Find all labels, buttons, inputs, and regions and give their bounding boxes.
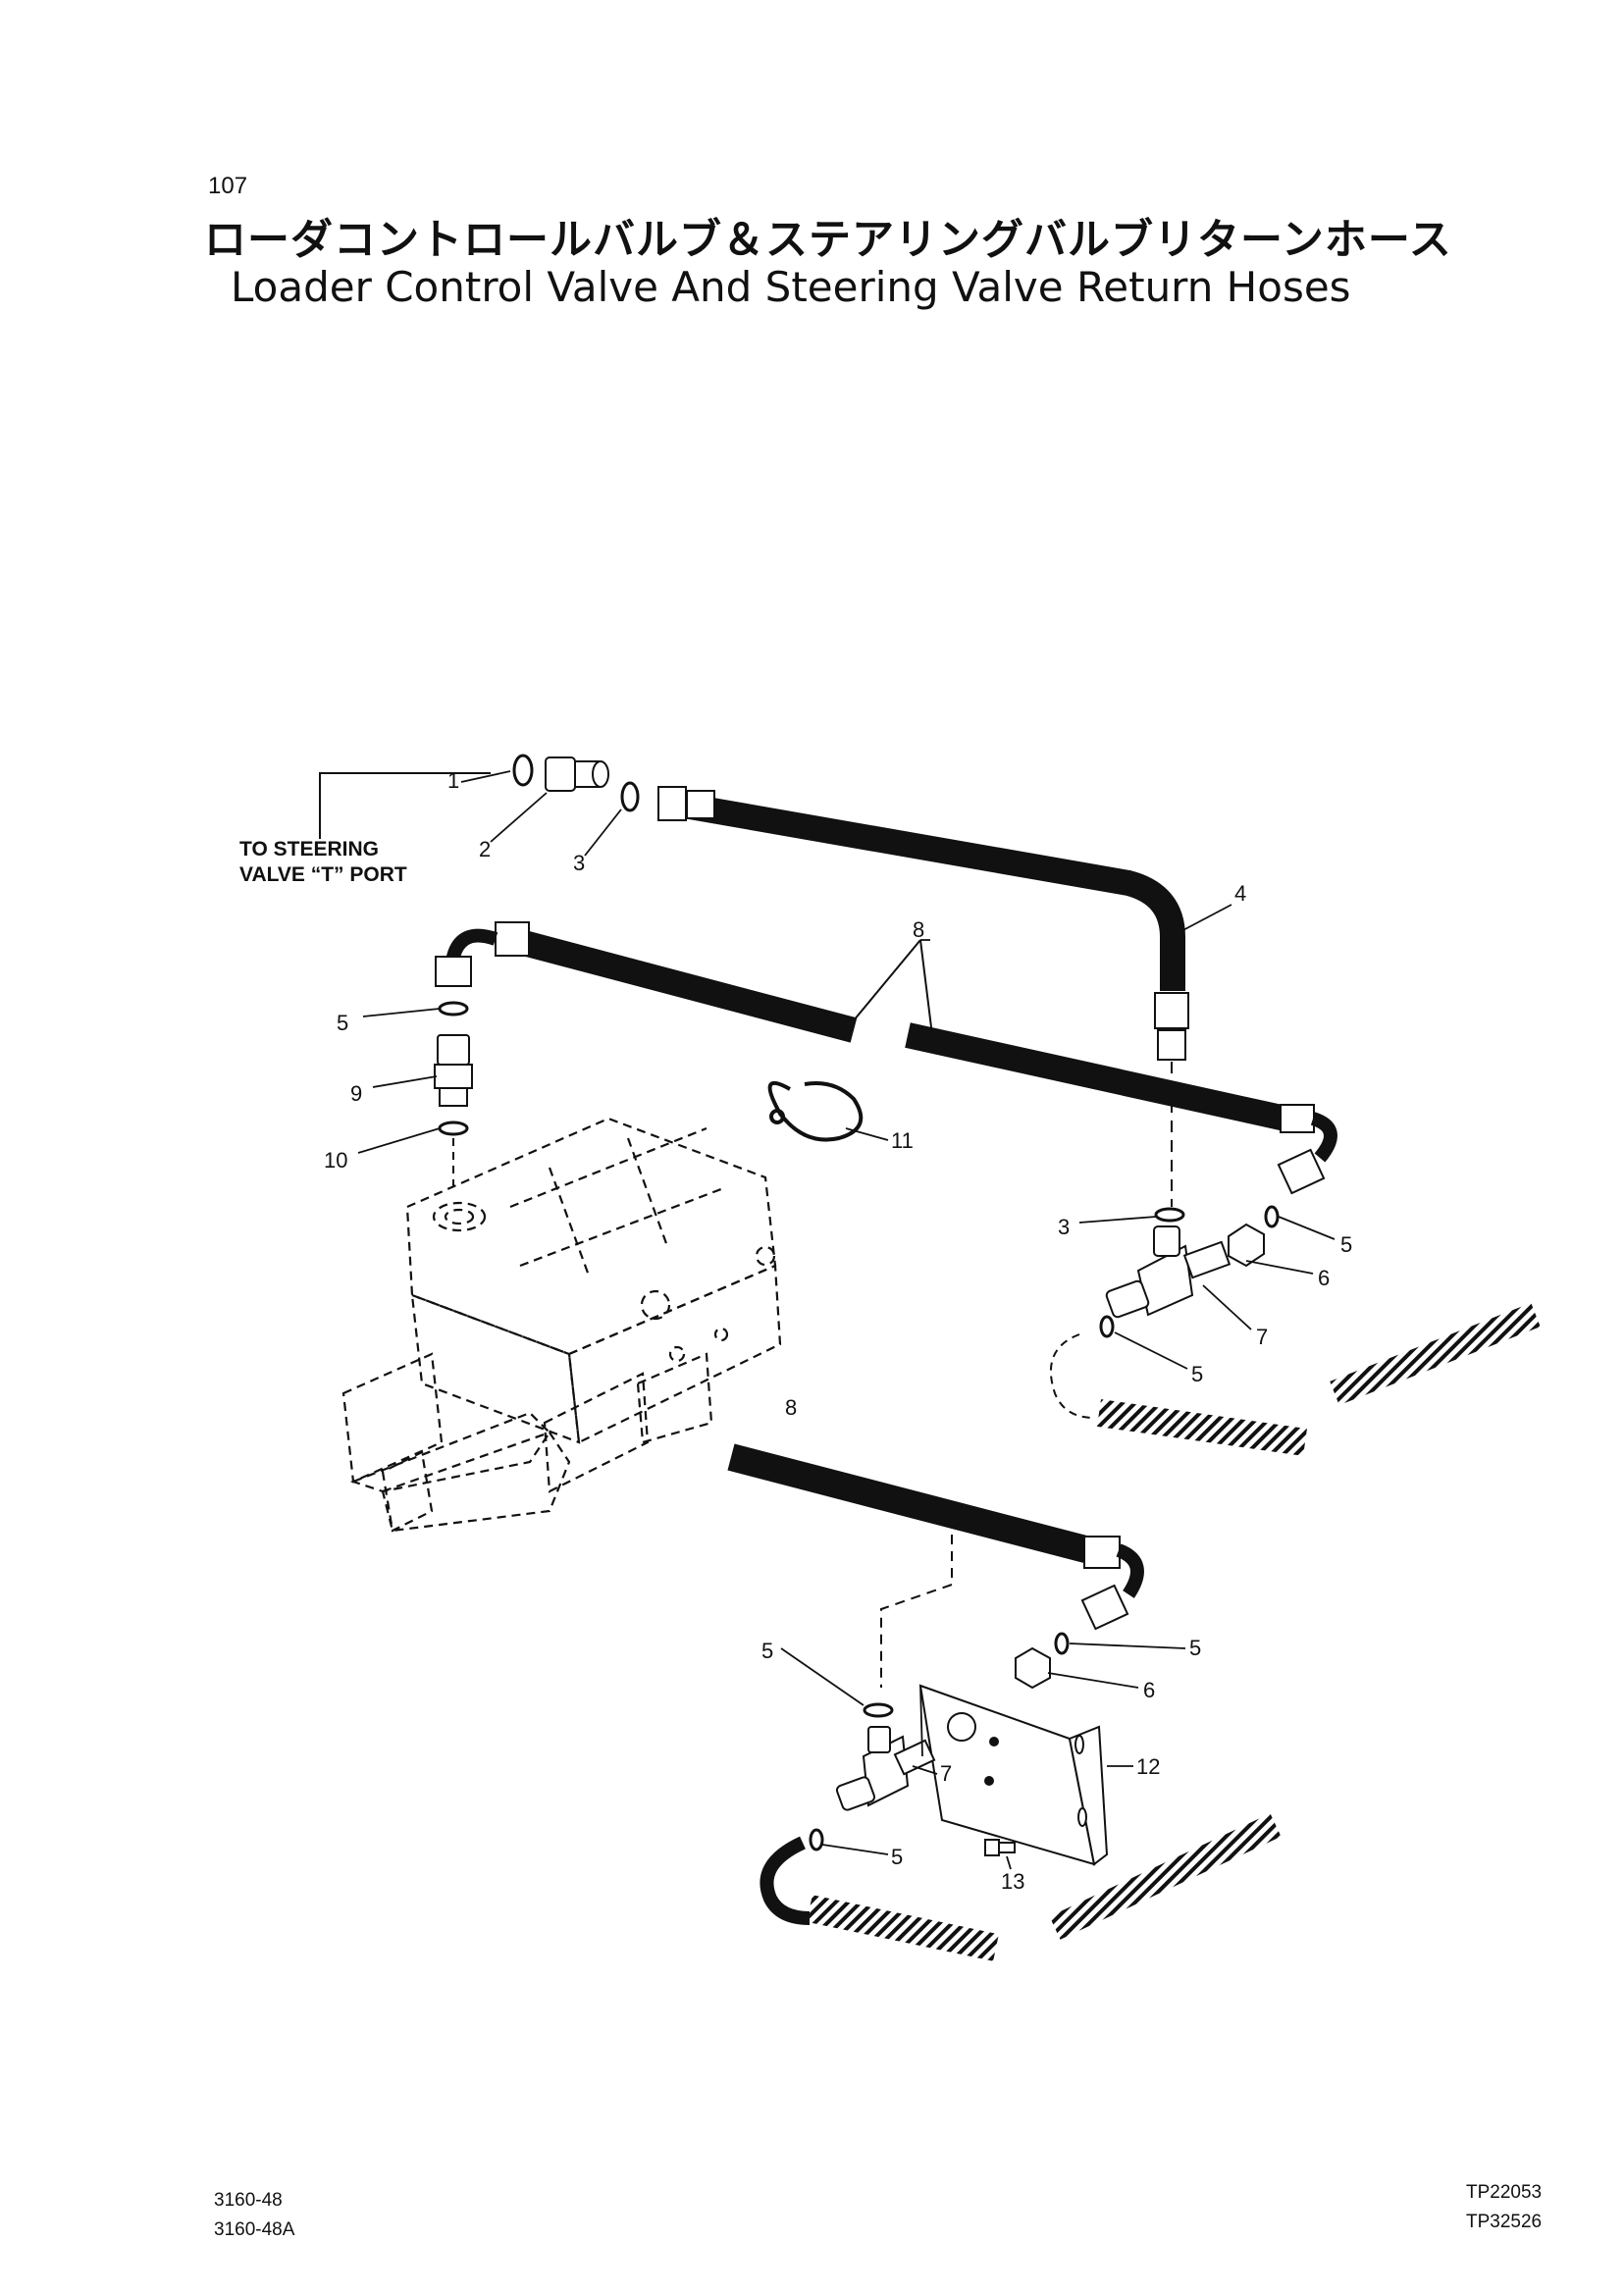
part-13-bolt bbox=[984, 1839, 1016, 1856]
callout-7-upper: 7 bbox=[1256, 1325, 1268, 1349]
part-9-connector bbox=[434, 1034, 473, 1107]
part-3-o-ring-top bbox=[620, 781, 640, 812]
part-10-o-ring bbox=[438, 1121, 469, 1136]
callout-5-upper-right: 5 bbox=[1340, 1232, 1352, 1257]
part-7-tee-upper bbox=[1105, 1225, 1231, 1319]
callout-11: 11 bbox=[891, 1128, 914, 1153]
code-left-2: 3160-48A bbox=[214, 2219, 295, 2240]
part-5-o-ring-lower-top bbox=[863, 1702, 894, 1718]
part-2-adapter bbox=[545, 756, 609, 792]
page-number: 107 bbox=[208, 173, 248, 199]
part-11-hose-clamp bbox=[767, 1080, 864, 1142]
steering-port-bracket bbox=[319, 772, 491, 839]
callout-12: 12 bbox=[1136, 1754, 1160, 1779]
callout-10: 10 bbox=[324, 1148, 347, 1173]
loader-control-valve bbox=[341, 1117, 782, 1533]
drawing-codes-right: TP22053 TP32526 bbox=[1466, 2178, 1542, 2237]
title-japanese: ローダコントロールバルブ＆ステアリングバルブリターンホース bbox=[204, 216, 1452, 265]
callout-5-lower-top: 5 bbox=[761, 1639, 773, 1663]
callout-labels: 1 2 3 4 8 5 9 10 11 3 5 6 7 5 8 5 5 6 12… bbox=[324, 768, 1352, 1894]
title-english: Loader Control Valve And Steering Valve … bbox=[231, 263, 1351, 311]
leader-lines bbox=[357, 770, 1336, 1870]
hose-stub-lower bbox=[760, 1813, 1282, 1961]
callout-6-lower: 6 bbox=[1143, 1678, 1155, 1702]
part-5-o-ring-lower-right bbox=[1054, 1632, 1070, 1655]
part-7-tee-lower bbox=[835, 1726, 936, 1811]
part-5-o-ring-left bbox=[438, 1001, 469, 1017]
callout-8-upper: 8 bbox=[913, 917, 924, 942]
part-1-o-ring bbox=[512, 754, 534, 787]
note-steering-line2: VALVE “T” PORT bbox=[239, 863, 407, 886]
part-8-hose-upper bbox=[435, 921, 1337, 1195]
callout-4: 4 bbox=[1234, 881, 1246, 906]
part-12-bracket bbox=[918, 1684, 1109, 1866]
callout-13: 13 bbox=[1001, 1869, 1024, 1894]
callout-5-upper-left: 5 bbox=[1191, 1362, 1203, 1386]
callout-3-top: 3 bbox=[573, 851, 585, 875]
callout-5-lower-left: 5 bbox=[891, 1845, 903, 1869]
part-5-o-ring-upper-right bbox=[1264, 1205, 1280, 1228]
part-6-nut-lower bbox=[1015, 1646, 1051, 1690]
callout-3-right: 3 bbox=[1058, 1215, 1070, 1239]
hose-break-marks bbox=[853, 939, 933, 1036]
part-5-o-ring-upper-left bbox=[1099, 1315, 1115, 1338]
hose-stub-upper bbox=[1049, 1302, 1541, 1456]
code-right-1: TP22053 bbox=[1466, 2182, 1543, 2203]
callout-7-lower: 7 bbox=[940, 1761, 952, 1786]
callout-5-lower-right: 5 bbox=[1189, 1636, 1201, 1660]
callout-8-lower: 8 bbox=[785, 1395, 797, 1420]
part-4-hose bbox=[657, 786, 1189, 1207]
callout-9: 9 bbox=[350, 1081, 362, 1106]
drawing-codes-left: 3160-48 3160-48A bbox=[214, 2186, 294, 2245]
part-6-nut-upper bbox=[1228, 1223, 1265, 1268]
code-right-2: TP32526 bbox=[1466, 2212, 1543, 2232]
part-3-o-ring-right bbox=[1154, 1207, 1185, 1223]
part-5-o-ring-lower-left bbox=[809, 1828, 824, 1851]
callout-1: 1 bbox=[447, 768, 459, 793]
note-steering-line1: TO STEERING bbox=[239, 838, 379, 860]
callout-2: 2 bbox=[479, 837, 491, 861]
code-left-1: 3160-48 bbox=[214, 2190, 283, 2211]
callout-5-left: 5 bbox=[337, 1011, 348, 1035]
callout-6-upper: 6 bbox=[1318, 1266, 1330, 1290]
part-8-hose-lower bbox=[727, 1443, 1144, 1688]
